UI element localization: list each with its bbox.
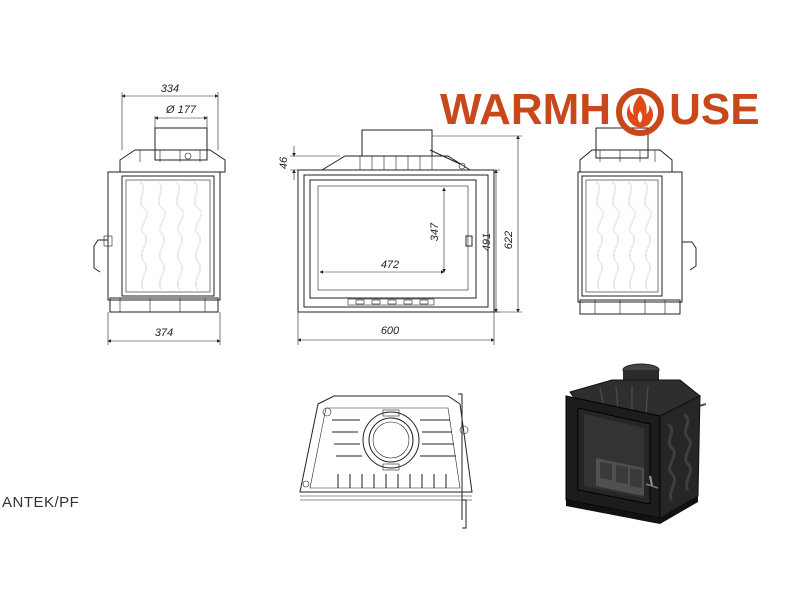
brand-logo: WARMH USE — [440, 80, 760, 140]
flame-icon — [613, 83, 667, 137]
top-view — [299, 393, 473, 529]
model-name: ANTEK/PF — [2, 494, 80, 511]
fireplace-3d-render — [565, 363, 707, 524]
dim-flue-diameter: Ø 177 — [165, 104, 197, 116]
dim-mid-height: 491 — [481, 233, 493, 251]
dim-side-top: 334 — [161, 83, 179, 95]
right-side-view — [577, 127, 697, 315]
left-side-view: 334 Ø 177 374 — [93, 83, 226, 345]
front-view: 472 347 491 622 46 600 — [278, 129, 522, 345]
dim-top-offset: 46 — [278, 156, 290, 169]
handle-icon — [93, 235, 113, 273]
dim-inner-width: 472 — [381, 259, 399, 271]
dim-front-width: 600 — [381, 325, 400, 337]
logo-text-right: USE — [669, 85, 760, 134]
dim-inner-height: 347 — [429, 222, 441, 241]
dim-side-bottom: 374 — [155, 327, 173, 339]
handle-icon — [682, 241, 697, 271]
dim-total-height: 622 — [503, 231, 515, 249]
logo-text-left: WARMH — [440, 85, 612, 134]
